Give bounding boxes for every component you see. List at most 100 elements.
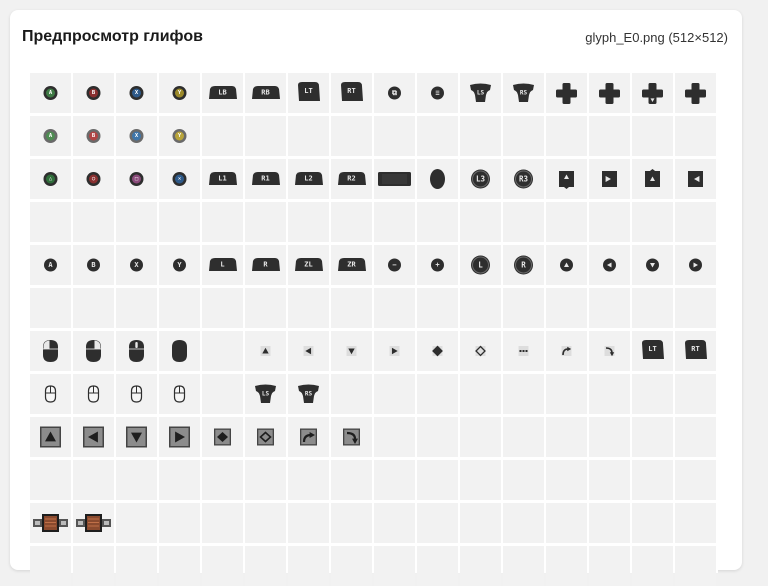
glyph-cell: L <box>460 245 501 285</box>
glyph-cell <box>503 546 544 586</box>
glyph-cell <box>503 460 544 500</box>
switch-down-button-icon <box>646 258 659 272</box>
switch-zl-trigger-icon: ZL <box>295 258 323 271</box>
glyph-cell <box>245 417 286 457</box>
switch-minus-button-icon: − <box>388 258 401 272</box>
small-left-stick-icon: LS <box>255 384 276 403</box>
glyph-cell <box>546 245 587 285</box>
glyph-cell <box>374 116 415 156</box>
glyph-cell <box>374 503 415 543</box>
svg-text:−: − <box>392 261 396 269</box>
switch-a-button-icon: A <box>44 258 57 272</box>
ps-options-button-icon <box>430 169 445 189</box>
glyph-cell <box>460 116 501 156</box>
glyph-cell <box>288 331 329 371</box>
glyph-cell <box>374 202 415 242</box>
glyph-cell <box>116 202 157 242</box>
glyph-cell <box>460 374 501 414</box>
switch-right-stick-icon: R <box>514 255 533 275</box>
glyph-cell <box>632 546 673 586</box>
small-mouse-right-icon <box>87 385 100 403</box>
small-diamond-outline-icon <box>475 345 486 357</box>
svg-text:R: R <box>521 261 526 270</box>
svg-text:LT: LT <box>648 345 656 353</box>
glyph-cell: ZR <box>331 245 372 285</box>
glyph-cell <box>374 417 415 457</box>
glyph-cell <box>417 288 458 328</box>
switch-left-stick-icon: L <box>471 255 490 275</box>
svg-text:R1: R1 <box>261 175 269 183</box>
xbox-lt-trigger-icon: LT <box>298 82 320 101</box>
glyph-cell <box>632 245 673 285</box>
svg-text:RT: RT <box>691 345 699 353</box>
switch-right-button-icon <box>689 258 702 272</box>
glyph-cell <box>546 503 587 543</box>
mouse-icon <box>172 340 187 362</box>
svg-text:RT: RT <box>347 87 355 95</box>
glyph-cell <box>675 245 716 285</box>
svg-text:✕: ✕ <box>178 176 181 182</box>
glyph-preview-panel: Предпросмотр глифов glyph_E0.png (512×51… <box>10 10 742 586</box>
mouse-left-click-icon <box>43 340 58 362</box>
glyph-cell: B <box>73 116 114 156</box>
svg-text:A: A <box>49 90 53 96</box>
glyph-cell: B <box>73 245 114 285</box>
glyph-cell <box>675 73 716 113</box>
svg-text:Y: Y <box>178 90 182 96</box>
glyph-cell <box>288 202 329 242</box>
glyph-cell: X <box>116 116 157 156</box>
glyph-cell <box>245 503 286 543</box>
glyph-cell <box>159 546 200 586</box>
glyph-cell <box>675 503 716 543</box>
glyph-cell: L <box>202 245 243 285</box>
glyph-cell <box>288 417 329 457</box>
glyph-cell <box>73 331 114 371</box>
key-rotate-up-icon <box>300 428 317 446</box>
glyph-cell: ⧉ <box>374 73 415 113</box>
glyph-cell: △ <box>30 159 71 199</box>
glyph-cell: Y <box>159 245 200 285</box>
glyph-cell: LS <box>245 374 286 414</box>
glyph-cell: X <box>116 245 157 285</box>
glyph-cell <box>417 546 458 586</box>
glyph-cell <box>632 73 673 113</box>
glyph-cell <box>589 546 630 586</box>
glyph-cell <box>331 503 372 543</box>
glyph-cell <box>288 503 329 543</box>
glyph-cell <box>460 460 501 500</box>
glyph-cell <box>503 374 544 414</box>
glyph-cell <box>116 417 157 457</box>
svg-text:B: B <box>92 90 96 96</box>
glyph-cell: RS <box>288 374 329 414</box>
glyph-cell <box>675 159 716 199</box>
ps-r2-trigger-icon: R2 <box>338 172 366 185</box>
switch-zr-trigger-icon: ZR <box>338 258 366 271</box>
glyph-cell: RB <box>245 73 286 113</box>
small-ellipsis-icon <box>518 346 529 356</box>
glyph-cell <box>202 331 243 371</box>
svg-text:A: A <box>48 261 53 269</box>
glyph-cell <box>116 288 157 328</box>
glyph-cell <box>202 546 243 586</box>
svg-text:RS: RS <box>520 90 528 97</box>
glyph-cell <box>460 417 501 457</box>
svg-text:L1: L1 <box>218 175 226 183</box>
svg-text:B: B <box>92 133 96 139</box>
glyph-cell <box>73 503 114 543</box>
xbox-left-stick-icon: LS <box>470 83 491 102</box>
glyph-cell <box>202 503 243 543</box>
small-lt-trigger-icon: LT <box>642 340 664 359</box>
glyph-cell <box>116 460 157 500</box>
glyph-cell <box>159 460 200 500</box>
glyph-cell <box>546 202 587 242</box>
glyph-cell <box>675 417 716 457</box>
svg-text:Y: Y <box>178 133 182 139</box>
glyph-cell <box>546 73 587 113</box>
glyph-cell <box>159 417 200 457</box>
xbox-lb-bumper-icon: LB <box>209 86 237 99</box>
glyph-cell <box>589 159 630 199</box>
glyph-cell: ≡ <box>417 73 458 113</box>
glyph-cell <box>417 374 458 414</box>
glyph-cell <box>159 503 200 543</box>
svg-text:L: L <box>478 261 483 270</box>
